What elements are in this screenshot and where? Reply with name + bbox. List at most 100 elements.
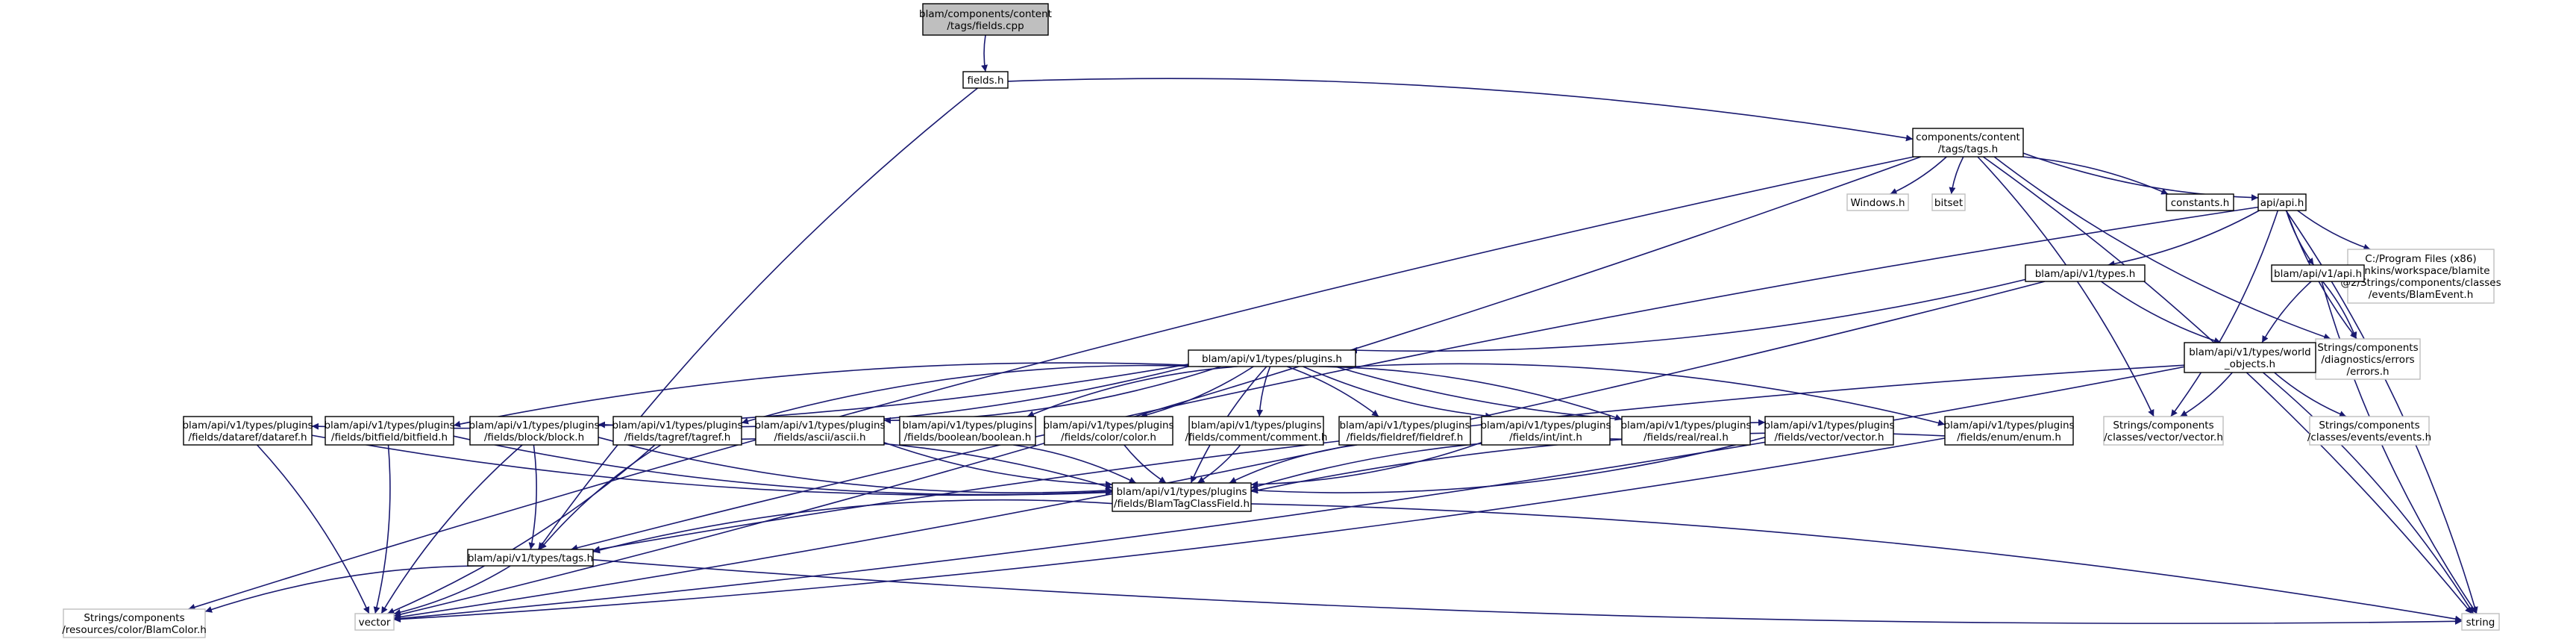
node-commentp[interactable]: blam/api/v1/types/plugins/fields/comment…	[1185, 416, 1328, 446]
edge-blockp-to-vector	[380, 444, 523, 614]
node-label-root-line-0: blam/components/content	[919, 8, 1052, 20]
node-label-world_h-line-0: blam/api/v1/types/world	[2189, 346, 2310, 358]
node-classfield[interactable]: blam/api/v1/types/plugins/fields/BlamTag…	[1112, 482, 1252, 512]
node-box-classfield	[1112, 482, 1252, 512]
edge-blockp-to-classfield	[598, 437, 1113, 494]
node-colorp[interactable]: blam/api/v1/types/plugins/fields/color/c…	[1043, 416, 1174, 446]
node-windows_h: Windows.h	[1846, 193, 1909, 211]
edge-typestags-to-blamcolor	[204, 565, 481, 613]
node-label-asciip-line-0: blam/api/v1/types/plugins	[754, 420, 885, 431]
edge-intp-to-classfield	[1250, 441, 1482, 488]
node-typestags[interactable]: blam/api/v1/types/tags.h	[467, 549, 594, 567]
node-label-realp-line-1: /fields/real/real.h	[1643, 431, 1729, 443]
node-label-enump-line-1: /fields/enum/enum.h	[1957, 431, 2061, 443]
node-booleanp[interactable]: blam/api/v1/types/plugins/fields/boolean…	[899, 416, 1036, 446]
edge-api_h-to-string	[2285, 210, 2478, 614]
node-box-tags_h	[1912, 128, 2024, 158]
node-label-classfield-line-1: /fields/BlamTagClassField.h	[1114, 498, 1250, 510]
node-datarefp[interactable]: blam/api/v1/types/plugins/fields/dataref…	[182, 416, 313, 446]
node-enump[interactable]: blam/api/v1/types/plugins/fields/enum/en…	[1943, 416, 2075, 446]
edge-tags_h-to-bitset	[1949, 156, 1964, 195]
node-world_h[interactable]: blam/api/v1/types/world_objects.h	[2184, 342, 2316, 373]
node-box-vector	[354, 613, 395, 631]
node-label-tagrefp-line-1: /fields/tagref/tagref.h	[624, 431, 731, 443]
node-box-fieldrefp	[1338, 416, 1471, 446]
edge-asciip-to-classfield	[883, 442, 1113, 488]
node-box-v1api_h	[2271, 264, 2365, 282]
node-box-booleanp	[899, 416, 1036, 446]
node-tagrefp[interactable]: blam/api/v1/types/plugins/fields/tagref/…	[612, 416, 743, 446]
node-label-bitfieldp-line-0: blam/api/v1/types/plugins	[324, 420, 454, 431]
node-string: string	[2461, 613, 2500, 631]
node-box-eventsh	[2309, 416, 2430, 446]
node-v1api_h[interactable]: blam/api/v1/api.h	[2271, 264, 2365, 282]
edge-bitfieldp-to-vector	[373, 444, 391, 614]
node-tags_h[interactable]: components/content/tags/tags.h	[1912, 128, 2024, 158]
edge-tagrefp-to-typestags	[539, 444, 662, 550]
edge-blockp-to-typestags	[528, 444, 537, 550]
edge-v1api_h-to-world_h	[2261, 281, 2312, 343]
node-label-blamevent-line-2: @2/Strings/components/classes	[2340, 277, 2501, 289]
node-label-fieldrefp-line-1: /fields/fieldref/fieldref.h	[1347, 431, 1464, 443]
edge-plugins_h-to-colorp	[1140, 366, 1254, 419]
edge-fieldrefp-to-classfield	[1229, 444, 1358, 484]
node-fields_h[interactable]: fields.h	[962, 71, 1009, 89]
node-root[interactable]: blam/components/content/tags/fields.cpp	[919, 3, 1052, 36]
edge-types_h-to-plugins_h	[1350, 278, 2026, 354]
node-label-intp-line-0: blam/api/v1/types/plugins	[1480, 420, 1611, 431]
node-constants_h[interactable]: constants.h	[2166, 193, 2234, 211]
node-asciip[interactable]: blam/api/v1/types/plugins/fields/ascii/a…	[754, 416, 886, 446]
node-types_h[interactable]: blam/api/v1/types.h	[2025, 264, 2146, 282]
edge-tags_h-to-errors_h	[1993, 156, 2331, 340]
edge-tags_h-to-windows_h	[1890, 156, 1947, 195]
node-label-tags_h-line-1: /tags/tags.h	[1938, 143, 1998, 155]
node-box-bitset	[1931, 193, 1966, 211]
edge-typestags-to-vector	[393, 565, 511, 616]
edge-tags_h-to-blamcolor	[188, 156, 1914, 611]
edge-api_h-to-vectorh	[2170, 210, 2279, 417]
node-label-typestags-line-0: blam/api/v1/types/tags.h	[468, 552, 593, 564]
node-label-fieldrefp-line-0: blam/api/v1/types/plugins	[1339, 420, 1470, 431]
node-box-fields_h	[962, 71, 1009, 89]
edge-booleanp-to-classfield	[1013, 444, 1137, 484]
node-blamevent: C:/Program Files (x86)/Jenkins/workspace…	[2340, 249, 2501, 304]
node-blockp[interactable]: blam/api/v1/types/plugins/fields/block/b…	[468, 416, 600, 446]
edge-classfield-to-string	[1250, 503, 2463, 623]
node-label-errors_h-line-1: /diagnostics/errors	[2321, 354, 2414, 366]
node-label-blamevent-line-0: C:/Program Files (x86)	[2365, 253, 2476, 265]
edge-classfield-to-typestags	[592, 499, 1113, 554]
edge-plugins_h-to-bitfieldp	[453, 362, 1189, 428]
node-box-asciip	[755, 416, 885, 446]
node-label-fields_h-line-0: fields.h	[967, 75, 1003, 87]
node-vectorp[interactable]: blam/api/v1/types/plugins/fields/vector/…	[1764, 416, 1895, 446]
node-intp[interactable]: blam/api/v1/types/plugins/fields/int/int…	[1480, 416, 1611, 446]
node-box-enump	[1944, 416, 2074, 446]
edge-plugins_h-to-fieldrefp	[1286, 366, 1379, 417]
edge-types_h-to-world_h	[2101, 281, 2222, 344]
node-bitfieldp[interactable]: blam/api/v1/types/plugins/fields/bitfiel…	[324, 416, 455, 446]
node-vectorh: Strings/components/classes/vector/vector…	[2103, 416, 2224, 446]
node-label-vector-line-0: vector	[359, 617, 391, 629]
node-errors_h: Strings/components/diagnostics/errors/er…	[2315, 338, 2421, 380]
edge-plugins_h-to-booleanp	[1027, 366, 1238, 417]
node-plugins_h[interactable]: blam/api/v1/types/plugins.h	[1188, 349, 1356, 367]
node-label-eventsh-line-1: /classes/events/events.h	[2307, 431, 2431, 443]
edge-root-to-fields_h	[981, 34, 988, 72]
node-api_h[interactable]: api/api.h	[2257, 193, 2307, 211]
node-label-vectorp-line-0: blam/api/v1/types/plugins	[1764, 420, 1894, 431]
node-bitset: bitset	[1931, 193, 1966, 211]
edge-api_h-to-types_h	[2108, 210, 2260, 267]
node-fieldrefp[interactable]: blam/api/v1/types/plugins/fields/fieldre…	[1338, 416, 1471, 446]
node-box-plugins_h	[1188, 349, 1356, 367]
node-label-blamevent-line-1: /Jenkins/workspace/blamite	[2351, 265, 2489, 277]
node-box-tagrefp	[612, 416, 742, 446]
node-box-world_h	[2184, 342, 2316, 373]
node-box-intp	[1481, 416, 1611, 446]
node-box-datarefp	[183, 416, 313, 446]
node-label-colorp-line-0: blam/api/v1/types/plugins	[1043, 420, 1173, 431]
node-label-tagrefp-line-0: blam/api/v1/types/plugins	[612, 420, 742, 431]
node-label-datarefp-line-1: /fields/dataref/dataref.h	[188, 431, 307, 443]
node-label-root-line-1: /tags/fields.cpp	[947, 20, 1024, 32]
node-realp[interactable]: blam/api/v1/types/plugins/fields/real/re…	[1620, 416, 1752, 446]
